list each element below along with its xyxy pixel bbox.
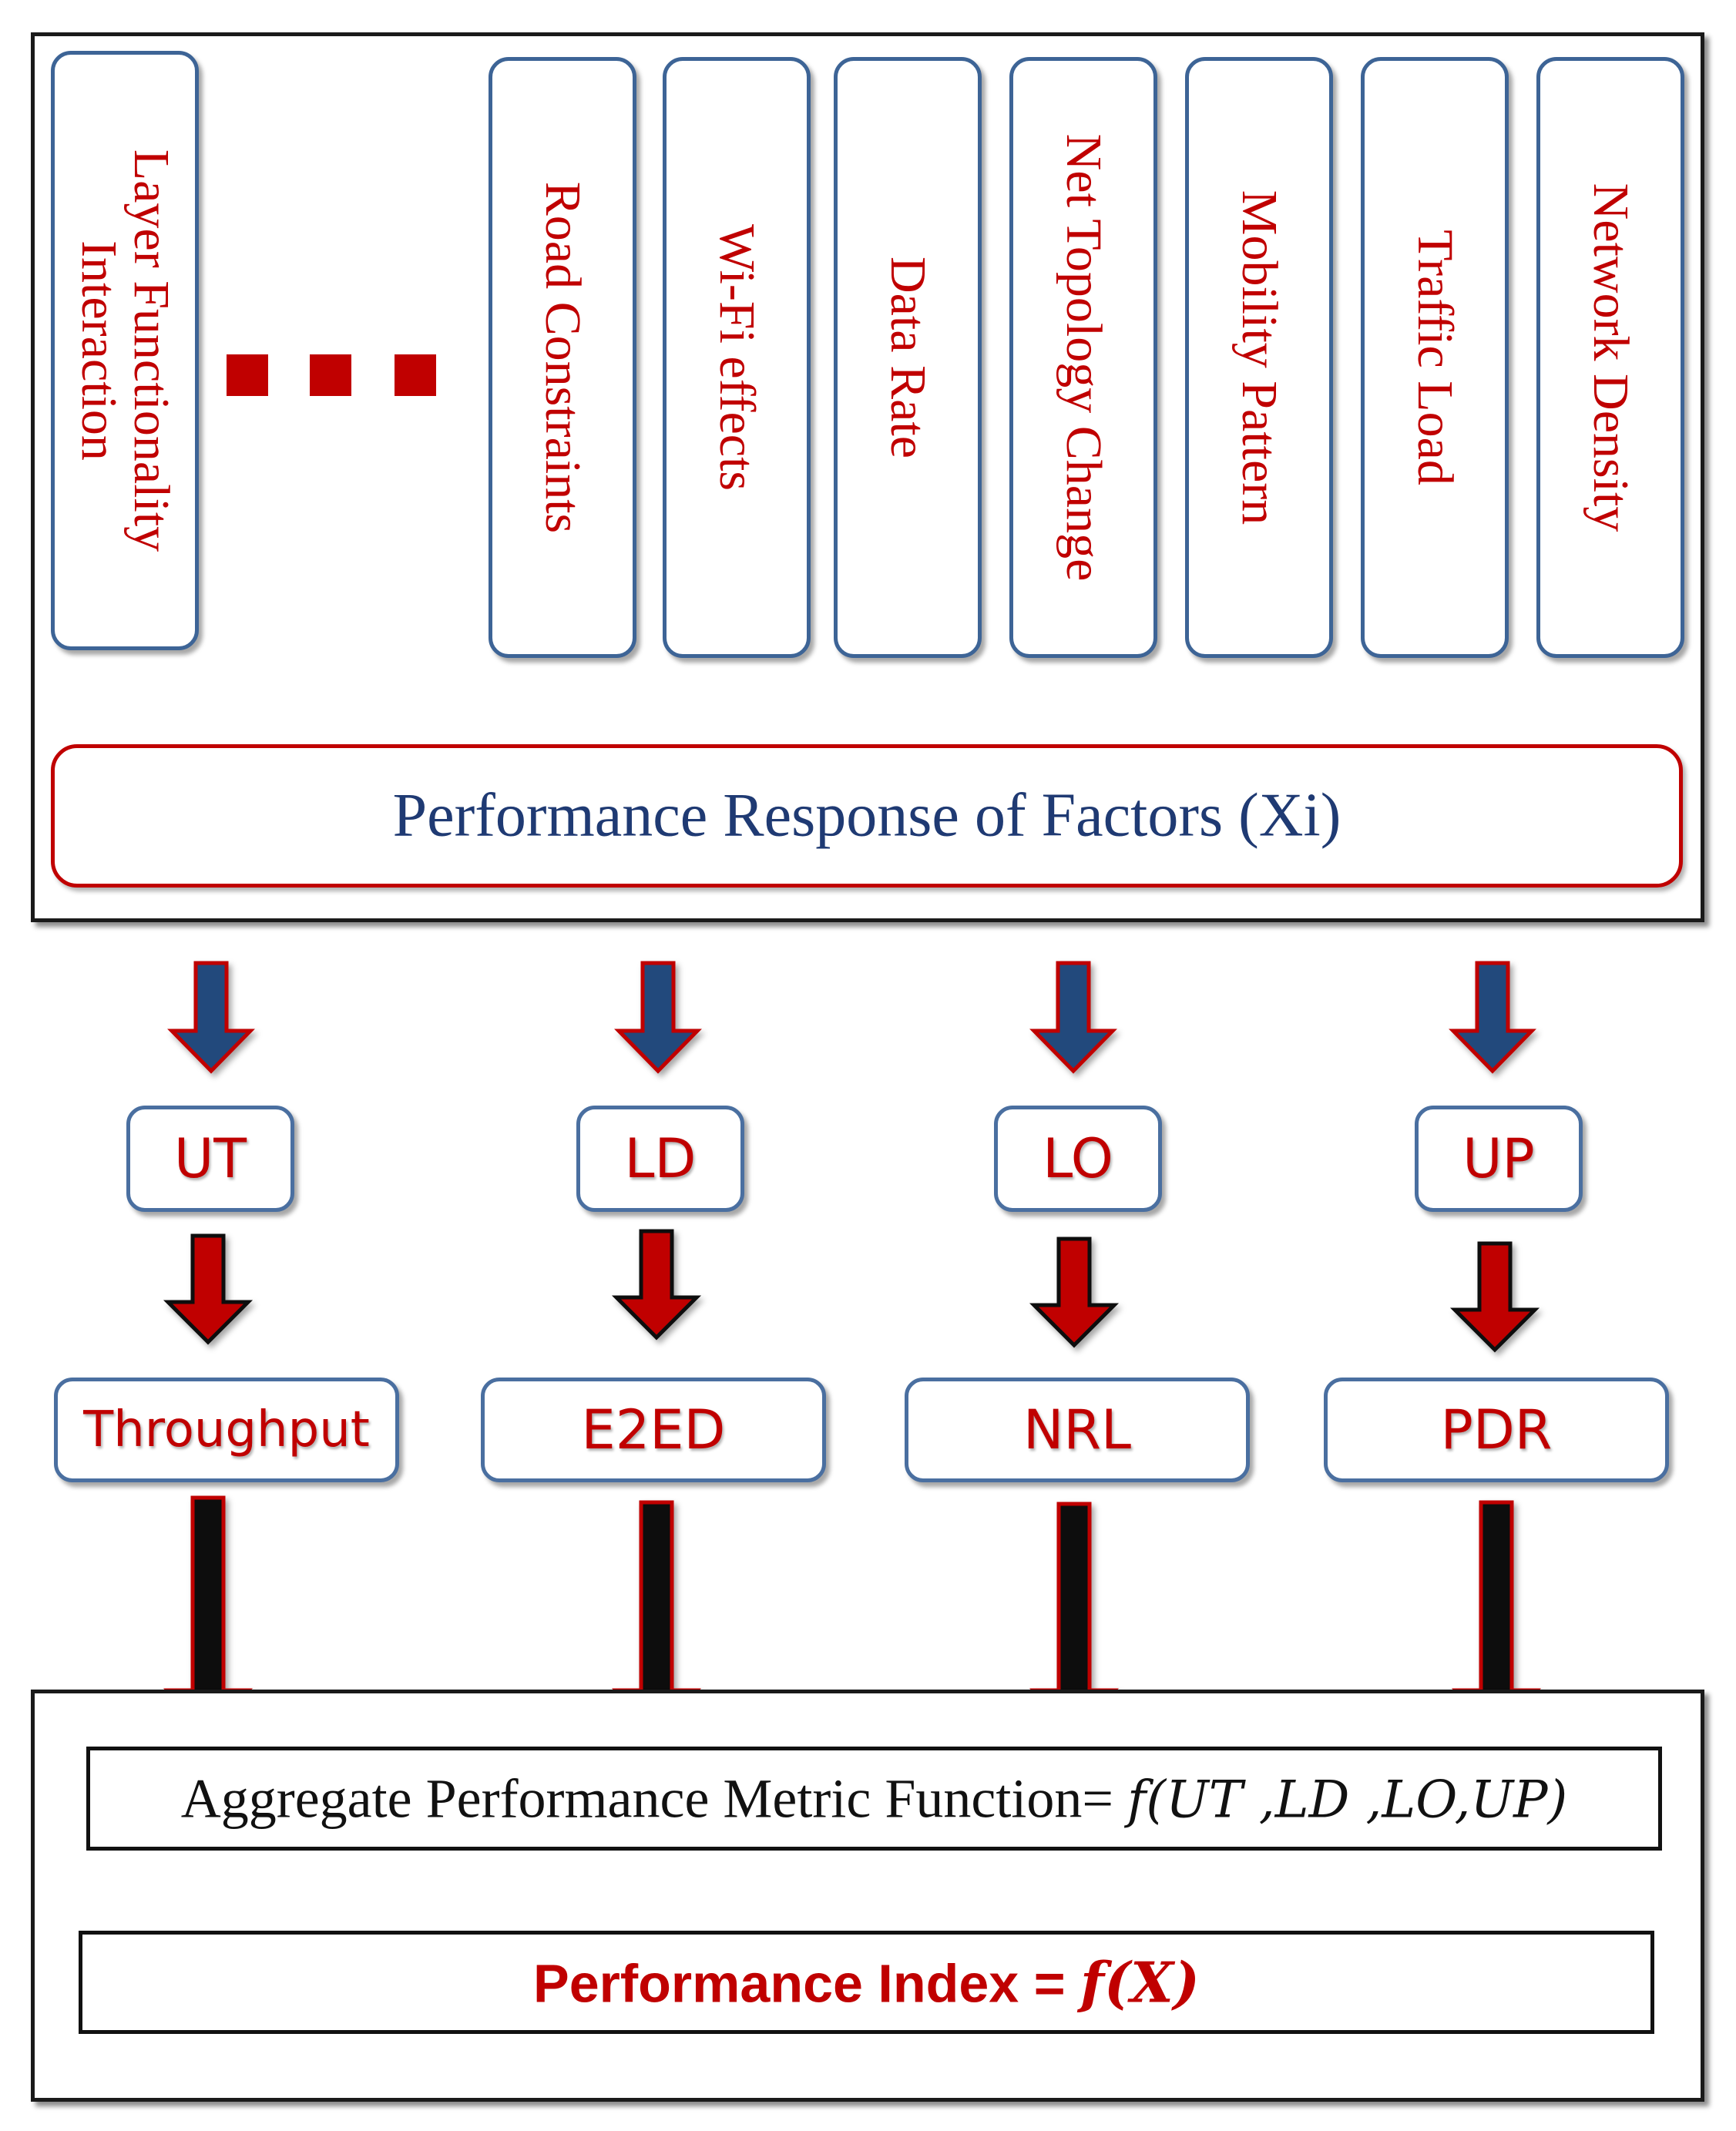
ellipsis-dot-3 [395, 354, 436, 396]
performance-response-box: Performance Response of Factors (Xi) [51, 744, 1683, 888]
factor-box-layer-functionality-interaction: Layer Functionality Interaction [51, 51, 199, 650]
metric-box-pdr: PDR [1324, 1378, 1669, 1482]
performance-index-label: Performance Index = [533, 1953, 1081, 2014]
arrow-response-to-lo [1029, 961, 1117, 1074]
code-box-ut: UT [126, 1106, 294, 1212]
aggregate-metric-box: Aggregate Performance Metric Function= f… [86, 1747, 1662, 1851]
metric-box-e2ed: E2ED [481, 1378, 826, 1482]
factor-box-data-rate: Data Rate [834, 57, 982, 658]
aggregate-metric-formula: f(UT ,LD ,LO,UP) [1127, 1770, 1568, 1829]
performance-index-box: Performance Index = f(X) [79, 1931, 1654, 2034]
arrow-response-to-ld [614, 961, 702, 1074]
performance-response-label: Performance Response of Factors (Xi) [392, 781, 1341, 850]
arrow-response-to-up [1449, 961, 1536, 1074]
code-box-up: UP [1415, 1106, 1583, 1212]
arrow-up-to-pdr [1449, 1241, 1540, 1353]
code-box-ld: LD [576, 1106, 744, 1212]
aggregate-metric-text: Aggregate Performance Metric Function= f… [90, 1767, 1658, 1831]
factor-box-traffic-load: Traffic Load [1361, 57, 1509, 658]
arrow-ld-to-e2ed [611, 1229, 702, 1341]
factor-box-net-topology-change: Net Topology Change [1009, 57, 1157, 658]
factor-box-network-density: Network Density [1536, 57, 1684, 658]
performance-index-formula: f(X) [1080, 1949, 1200, 2015]
ellipsis-dot-1 [227, 354, 268, 396]
factor-box-wifi-effects: Wi-Fi effects [663, 57, 811, 658]
arrow-lo-to-nrl [1029, 1237, 1120, 1348]
factor-box-mobility-pattern: Mobility Pattern [1185, 57, 1333, 658]
metric-box-throughput: Throughput [54, 1378, 399, 1482]
metric-box-nrl: NRL [905, 1378, 1250, 1482]
aggregate-metric-label: Aggregate Performance Metric Function= [180, 1767, 1127, 1829]
ellipsis-dot-2 [310, 354, 351, 396]
arrow-response-to-ut [167, 961, 255, 1074]
arrow-ut-to-throughput [163, 1233, 254, 1345]
performance-index-text: Performance Index = f(X) [82, 1950, 1650, 2015]
code-box-lo: LO [994, 1106, 1162, 1212]
factor-box-road-constraints: Road Constraints [489, 57, 636, 658]
